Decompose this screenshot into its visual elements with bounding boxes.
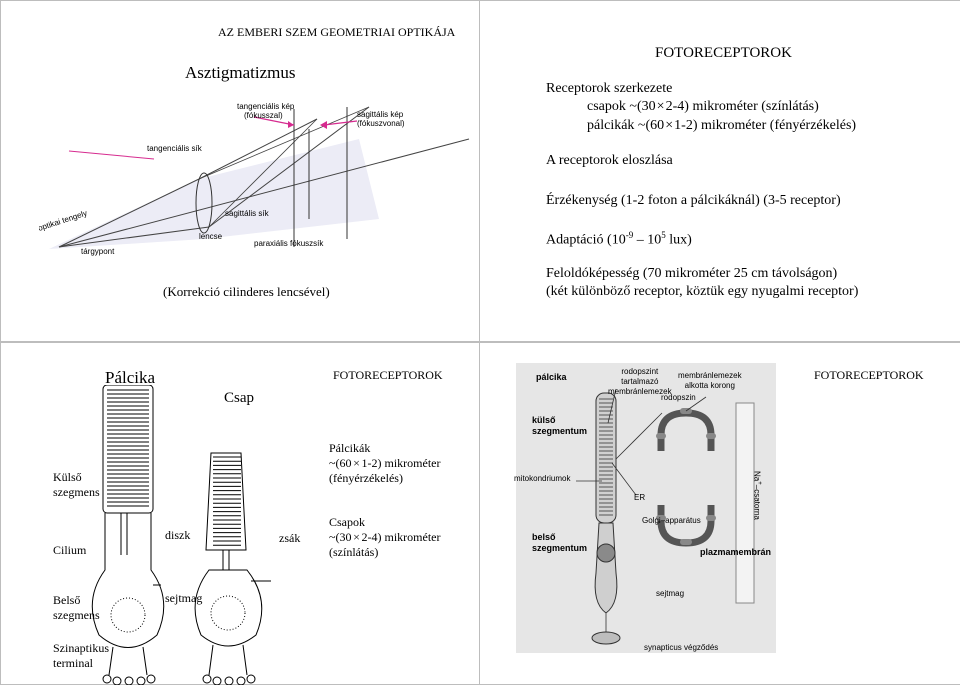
svg-text:(fókusszal): (fókusszal) [244,111,283,120]
optical-axis-line [58,138,470,248]
label-object-point: tárgypont [81,247,115,256]
label-rod: pálcika [536,372,567,382]
label-sagittal-image: sagittális kép [357,110,404,119]
distribution-heading: A receptorok eloszlása [546,153,673,168]
label-disk: diszk [165,528,191,542]
cones-note: Csapok ~(30×2-4) mikrométer (színlátás) [329,515,441,559]
cone [194,452,263,685]
slide-title: FOTORECEPTOROK [655,45,792,61]
label-outer: Külső szegmens [53,470,100,499]
label-nucleus: sejtmag [165,591,203,605]
label-cilium: Cilium [53,543,87,557]
label-mito: mitokondriumok [514,474,571,483]
rod-outer-segment [91,385,165,685]
label-plasma: plazmamembrán [700,547,772,557]
adaptation-line: Adaptáció (10-9 – 105 lux) [546,230,692,248]
lens-shape [195,172,213,234]
rod-title: Pálcika [105,368,156,387]
label-nucleus: sejtmag [656,589,685,598]
resolution-line-1: Feloldóképesség (70 mikrométer 25 cm táv… [546,266,838,281]
slide-title: Asztigmatizmus [185,63,296,82]
label-rhodopsin-membranes: rodopszint tartalmazó membránlemezek [608,367,672,396]
tangential-plane [49,139,379,249]
page-header: AZ EMBERI SZEM GEOMETRIAI OPTIKÁJA [218,25,456,39]
cone-title: Csap [224,390,254,406]
label-synaptic: Szinaptikus terminal [53,641,109,670]
label-na-channel: Na+–csatorna [752,471,762,520]
structure-heading: Receptorok szerkezete [546,81,673,96]
rod-cone-drawing [91,385,271,685]
slide-caption: (Korrekció cilinderes lencsével) [163,284,330,299]
label-rhodopsin: rodopszin [661,393,696,402]
label-synaptic: synapticus végződés [644,643,719,652]
label-tangential-image: tangenciális kép [237,102,295,111]
label-er: ER [634,493,646,502]
sensitivity-line: Érzékenység (1-2 foton a pálcikáknál) (3… [546,193,841,208]
label-paraxial-focus: paraxiális fókuszsík [254,239,324,248]
slide-title: FOTORECEPTOROK [333,368,443,382]
slide-rod-cone: Pálcika Csap FOTORECEPTOROK [0,342,480,685]
label-outer-segment: külső szegmentum [532,415,588,436]
label-tangential-plane: tangenciális sík [147,144,203,153]
membrane-diagram [516,363,776,653]
astigmatism-diagram: tangenciális kép (fókusszal) sagittális … [39,99,479,269]
label-fold: zsák [279,531,301,545]
slide-receptors-text: FOTORECEPTOROK Receptorok szerkezete csa… [479,0,960,342]
label-golgi: Golgi–apparátus [642,516,701,525]
label-lens: lencse [199,232,223,241]
label-inner-segment: belső szegmentum [532,532,588,553]
slide-membrane: FOTORECEPTOROK [479,342,960,685]
resolution-line-2: (két különböző receptor, köztük egy nyug… [546,284,859,299]
label-sagittal-plane: sagittális sík [225,209,270,218]
cones-line: csapok ~(30×2-4) mikrométer (színlátás) [587,99,819,114]
slide-astigmatism: AZ EMBERI SZEM GEOMETRIAI OPTIKÁJA Aszti… [0,0,480,342]
rods-line: pálcikák ~(60×1-2) mikrométer (fényérzék… [587,118,857,133]
label-membrane-ring: membránlemezek alkotta korong [678,371,742,390]
rods-note: Pálcikák ~(60×1-2) mikrométer (fényérzék… [329,441,441,485]
slide-title: FOTORECEPTOROK [814,368,924,382]
label-inner: Belső szegmens [53,593,100,622]
svg-text:(fókuszvonal): (fókuszvonal) [357,119,405,128]
